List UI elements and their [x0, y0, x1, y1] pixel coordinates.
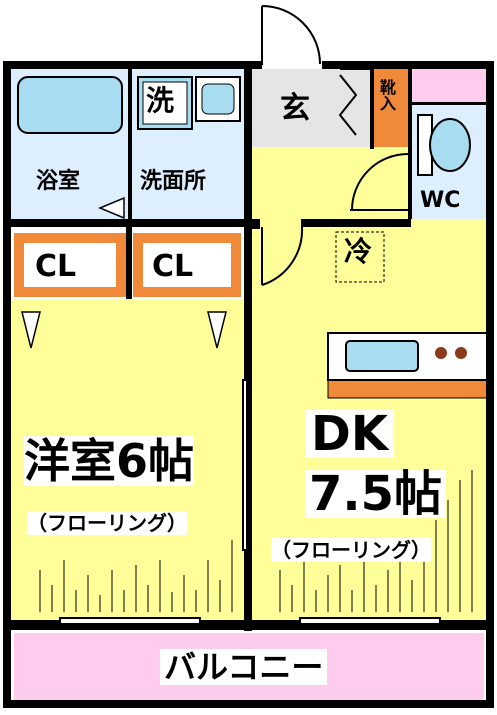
- bath-label: 浴室: [36, 169, 81, 194]
- entrance-label: 玄: [280, 91, 310, 126]
- stove-burner-2: [455, 347, 467, 359]
- bathtub: [17, 76, 123, 134]
- dk-size-label: 7.5帖: [305, 470, 447, 518]
- doors: [261, 5, 409, 286]
- upper-right-box: [410, 69, 487, 102]
- toilet-bowl: [429, 118, 471, 172]
- washroom-label: 洗面所: [140, 169, 207, 194]
- closet-1-label: CL: [35, 249, 77, 284]
- walls: [3, 61, 494, 708]
- balcony-label: バルコニー: [160, 649, 328, 685]
- dk-floor-label: （フローリング）: [271, 538, 431, 562]
- washer-inner: [142, 81, 188, 125]
- closet-arrows: [21, 196, 227, 349]
- stove-burner-1: [435, 347, 447, 359]
- entrance-floor: [252, 69, 370, 147]
- western-floor-label: （フローリング）: [27, 511, 187, 535]
- dk-name-label: DK: [305, 410, 395, 458]
- western-room-label: 洋室6帖: [24, 434, 195, 488]
- kitchen-sink: [345, 340, 419, 372]
- kitchen-counter: [327, 379, 488, 399]
- toilet-label: WC: [420, 188, 461, 213]
- closet-1-inner: [24, 243, 116, 287]
- closet-2-inner: [143, 243, 231, 287]
- shoe-storage: [372, 69, 408, 147]
- fridge-label: 冷: [344, 235, 373, 268]
- closet-2-label: CL: [152, 249, 194, 284]
- fridge-space: [335, 231, 385, 283]
- wash-basin-bowl: [201, 83, 235, 115]
- floor-hatching: [39, 470, 473, 612]
- washer-label: 洗: [146, 84, 175, 117]
- shoe-storage-label: 靴入: [377, 79, 396, 111]
- windows: [59, 379, 441, 625]
